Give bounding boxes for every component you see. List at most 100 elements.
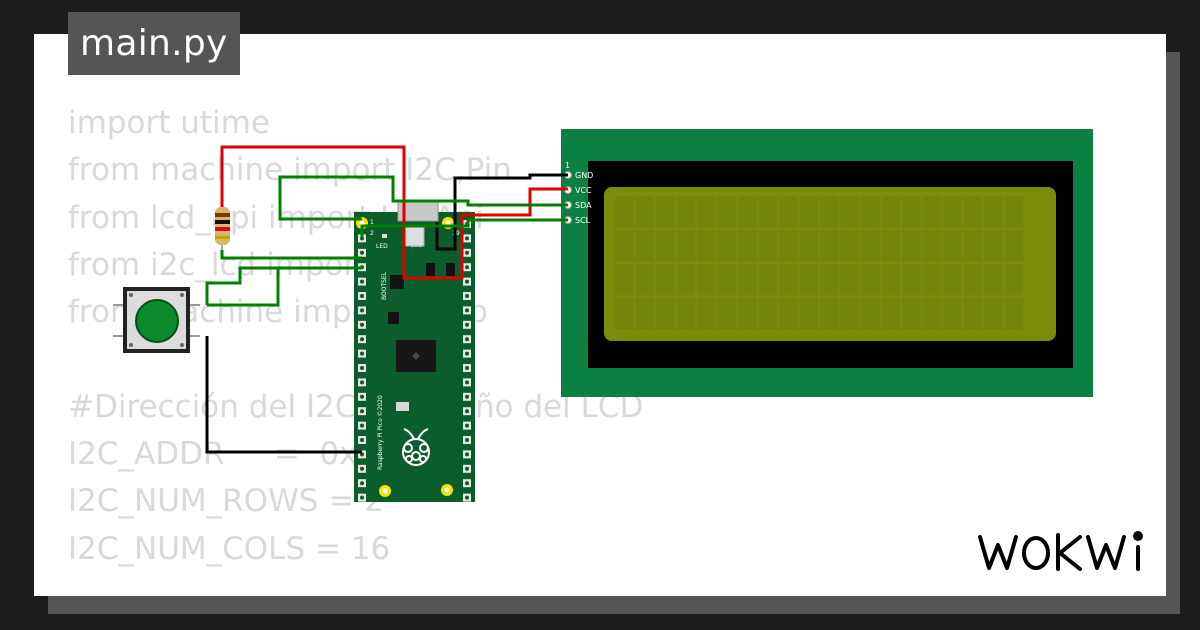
lcd-cell [717, 264, 737, 296]
lcd-cell [738, 196, 757, 228]
lcd-cell [676, 230, 696, 262]
lcd-cell [799, 196, 819, 228]
pico-pin-hole [360, 380, 364, 385]
lcd-cell [656, 298, 675, 330]
lcd-cell [840, 298, 860, 330]
pico-pin-hole [360, 481, 364, 486]
pico-pin-hole [465, 452, 469, 457]
lcd-cell [717, 196, 737, 228]
lcd-cell [984, 196, 1003, 228]
pico-pin-hole [360, 366, 364, 370]
wire-button-signal-2[interactable] [207, 268, 280, 307]
lcd-cell [840, 264, 860, 296]
wire-button-ground[interactable] [205, 336, 362, 454]
lcd-cell [1004, 230, 1024, 262]
pico-pin-hole [465, 366, 469, 370]
lcd-cell [984, 230, 1003, 262]
lcd-display[interactable]: 1 GND VCC SDA SCL [561, 129, 1093, 397]
wire-scl[interactable] [360, 218, 568, 238]
wire-vcc[interactable] [460, 187, 568, 234]
wire-gnd[interactable] [435, 173, 568, 251]
pico-pin-hole [465, 380, 469, 385]
lcd-cell [820, 264, 839, 296]
file-tab-main[interactable]: main.py [68, 12, 240, 75]
code-line: import utime [68, 105, 270, 141]
pico-pin-hole [465, 308, 469, 313]
pico-pin-hole [360, 409, 364, 414]
code-line: I2C_NUM_ROWS = 2 [68, 483, 384, 520]
lcd-pin-label: GND [575, 171, 593, 180]
led-indicator [382, 234, 387, 238]
wire-button-signal[interactable] [205, 266, 362, 305]
lcd-cell [799, 264, 819, 296]
lcd-cell [861, 264, 880, 296]
pushbutton[interactable] [113, 287, 200, 353]
pico-pin-hole [360, 351, 364, 356]
pico-pin-hole [465, 337, 469, 342]
board-silkscreen: Raspberry Pi Pico ©2020 [377, 395, 384, 470]
lcd-cell [635, 298, 655, 330]
wire-sda[interactable] [278, 175, 568, 221]
bootsel-label: BOOTSEL [381, 271, 388, 300]
lcd-cell [861, 196, 880, 228]
lcd-cell [963, 298, 983, 330]
lcd-cell [840, 196, 860, 228]
lcd-cell [615, 264, 634, 296]
button-cap[interactable] [135, 299, 179, 343]
lcd-cell [881, 230, 901, 262]
lcd-cell [922, 298, 942, 330]
lcd-cell [676, 264, 696, 296]
lcd-cell [881, 264, 901, 296]
lcd-cell [615, 298, 634, 330]
lcd-cell [697, 230, 716, 262]
lcd-cell [697, 264, 716, 296]
pico-pin-hole [465, 394, 469, 399]
pico-pin-hole [465, 250, 469, 255]
lcd-cell [943, 230, 962, 262]
lcd-cell [615, 230, 634, 262]
lcd-cell [656, 264, 675, 296]
lcd-cell [963, 264, 983, 296]
pico-pin-hole [465, 351, 469, 356]
lcd-cell [615, 196, 634, 228]
lcd-cell [820, 196, 839, 228]
lcd-pin-label: VCC [575, 186, 592, 195]
lcd-cell [779, 230, 798, 262]
pico-pin-hole [465, 236, 469, 241]
raspberry-pi-pico[interactable]: 1 2 39 LED USB BOOTSEL Raspberry Pi Pico… [354, 200, 475, 502]
lcd-cell [1004, 264, 1024, 296]
lcd-cell [922, 264, 942, 296]
lcd-cell [676, 298, 696, 330]
pin-label: 1 [370, 219, 374, 226]
lcd-cell [902, 196, 921, 228]
pico-pin-hole [465, 423, 469, 428]
lcd-cell [635, 230, 655, 262]
wire-resistor[interactable] [220, 250, 362, 260]
lcd-cell [881, 196, 901, 228]
lcd-cell [984, 298, 1003, 330]
lcd-cell [943, 264, 962, 296]
lcd-cell [820, 230, 839, 262]
bootsel-button[interactable] [403, 225, 425, 247]
pico-pin-hole [465, 265, 469, 270]
lcd-pin-label: SCL [575, 216, 591, 225]
pico-pin-hole [360, 394, 364, 399]
lcd-pin-number: 1 [565, 161, 570, 170]
lcd-cell [738, 298, 757, 330]
led-label: LED [376, 243, 388, 250]
lcd-cell [902, 298, 921, 330]
pico-pin-hole [360, 438, 364, 442]
pico-pin-hole [465, 438, 469, 442]
lcd-cell [738, 264, 757, 296]
lcd-cell [840, 230, 860, 262]
resistor-body [215, 207, 230, 245]
code-preview: import utime from machine import I2C,Pin… [68, 100, 643, 573]
lcd-cell [922, 196, 942, 228]
lcd-character-grid [615, 196, 1024, 330]
wire-power[interactable] [220, 145, 464, 280]
lcd-cell [717, 298, 737, 330]
pico-pin-hole [360, 495, 364, 500]
lcd-pin-label: SDA [575, 201, 592, 210]
wires [205, 145, 568, 454]
lcd-cell [779, 264, 798, 296]
